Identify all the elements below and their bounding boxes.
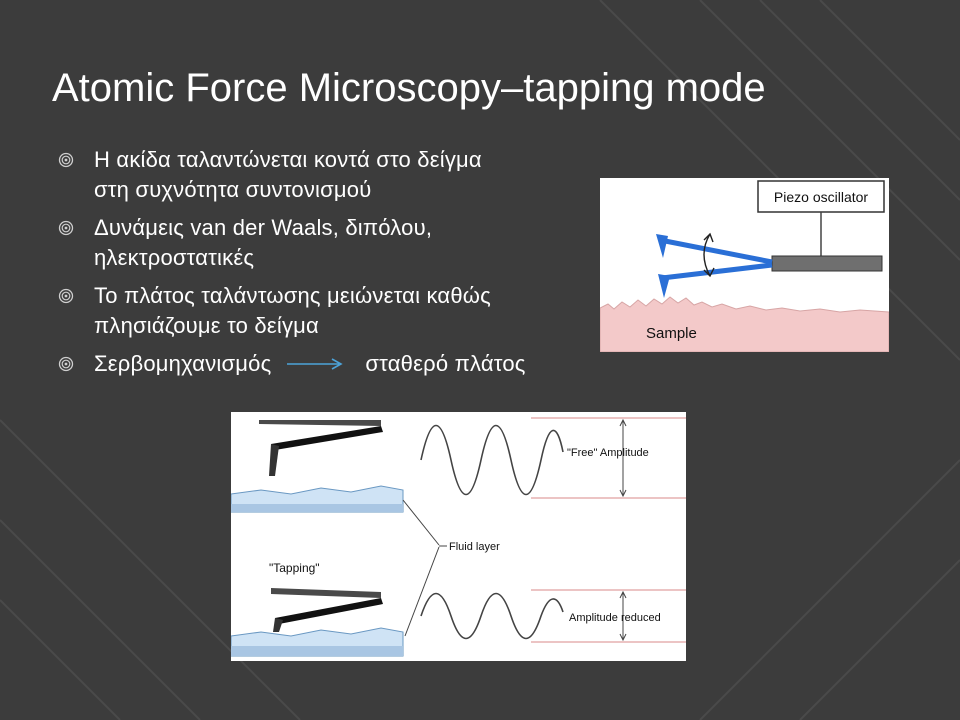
- fluid-layer-label: Fluid layer: [449, 541, 500, 553]
- tapping-label: "Tapping": [269, 561, 320, 575]
- bullet-icon: [58, 356, 74, 372]
- sample-surface: [600, 296, 889, 352]
- free-sine-wave: [420, 424, 564, 496]
- fluid-layer-pointer-top: [402, 499, 440, 546]
- bullet-item: Η ακίδα ταλαντώνεται κοντά στο δείγμα στ…: [58, 145, 598, 205]
- tapping-substrate-base: [231, 646, 403, 656]
- piezo-oscillator-figure: Piezo oscillator Sample: [600, 178, 889, 352]
- reduced-amplitude-arrow-head-bottom: [619, 633, 627, 642]
- oscillation-arrow-head-bottom: [703, 267, 715, 278]
- amplitude-reduced-label: Amplitude reduced: [569, 612, 661, 624]
- bullet-line: πλησιάζουμε το δείγμα: [94, 313, 319, 338]
- free-amplitude-arrow-head-top: [619, 418, 627, 427]
- fluid-layer-pointer-bottom: [404, 546, 440, 637]
- bullet-line: Η ακίδα ταλαντώνεται κοντά στο δείγμα: [94, 147, 482, 172]
- bullet-list: Η ακίδα ταλαντώνεται κοντά στο δείγμα στ…: [58, 145, 598, 379]
- bullet-line: Το πλάτος ταλάντωσης μειώνεται καθώς: [94, 283, 491, 308]
- bullet-item: Δυνάμεις van der Waals, διπόλου, ηλεκτρο…: [58, 213, 598, 273]
- servo-row: Σερβομηχανισμός σταθερό πλάτος: [94, 349, 598, 379]
- bullet-item: Το πλάτος ταλάντωσης μειώνεται καθώς πλη…: [58, 281, 598, 341]
- cantilever-lower: [661, 262, 773, 281]
- free-amplitude-label: "Free" Amplitude: [567, 447, 649, 459]
- reduced-sine-wave: [420, 592, 564, 640]
- bullet-icon: [58, 220, 74, 236]
- bullet-line: Δυνάμεις van der Waals, διπόλου,: [94, 215, 433, 240]
- servo-label: Σερβομηχανισμός: [94, 351, 272, 376]
- right-arrow-icon: [287, 358, 344, 370]
- bullet-line: ηλεκτροστατικές: [94, 245, 255, 270]
- free-cantilever: [259, 420, 383, 476]
- piezo-oscillator-label: Piezo oscillator: [774, 189, 868, 205]
- oscillation-arrow: [703, 233, 711, 277]
- tapping-cantilever: [271, 588, 383, 632]
- bullet-icon: [58, 152, 74, 168]
- reduced-amplitude-arrow-head-top: [619, 590, 627, 599]
- oscillation-arrow-head-top: [703, 232, 714, 243]
- free-substrate-base: [231, 504, 403, 512]
- bullet-item: Σερβομηχανισμός σταθερό πλάτος: [58, 349, 598, 379]
- cantilever-base: [771, 255, 883, 272]
- free-amplitude-arrow-head-bottom: [619, 489, 627, 498]
- sample-label: Sample: [646, 325, 697, 342]
- cantilever-upper: [659, 237, 773, 265]
- tapping-mode-figure: "Tapping" "Free" Amplitude Amplitude red…: [231, 412, 686, 661]
- constant-amplitude-label: σταθερό πλάτος: [365, 351, 526, 376]
- tip-lower: [658, 274, 670, 298]
- bullet-line: στη συχνότητα συντονισμού: [94, 177, 372, 202]
- tip-upper: [656, 234, 668, 258]
- slide-title: Atomic Force Microscopy–tapping mode: [52, 66, 766, 110]
- bullet-icon: [58, 288, 74, 304]
